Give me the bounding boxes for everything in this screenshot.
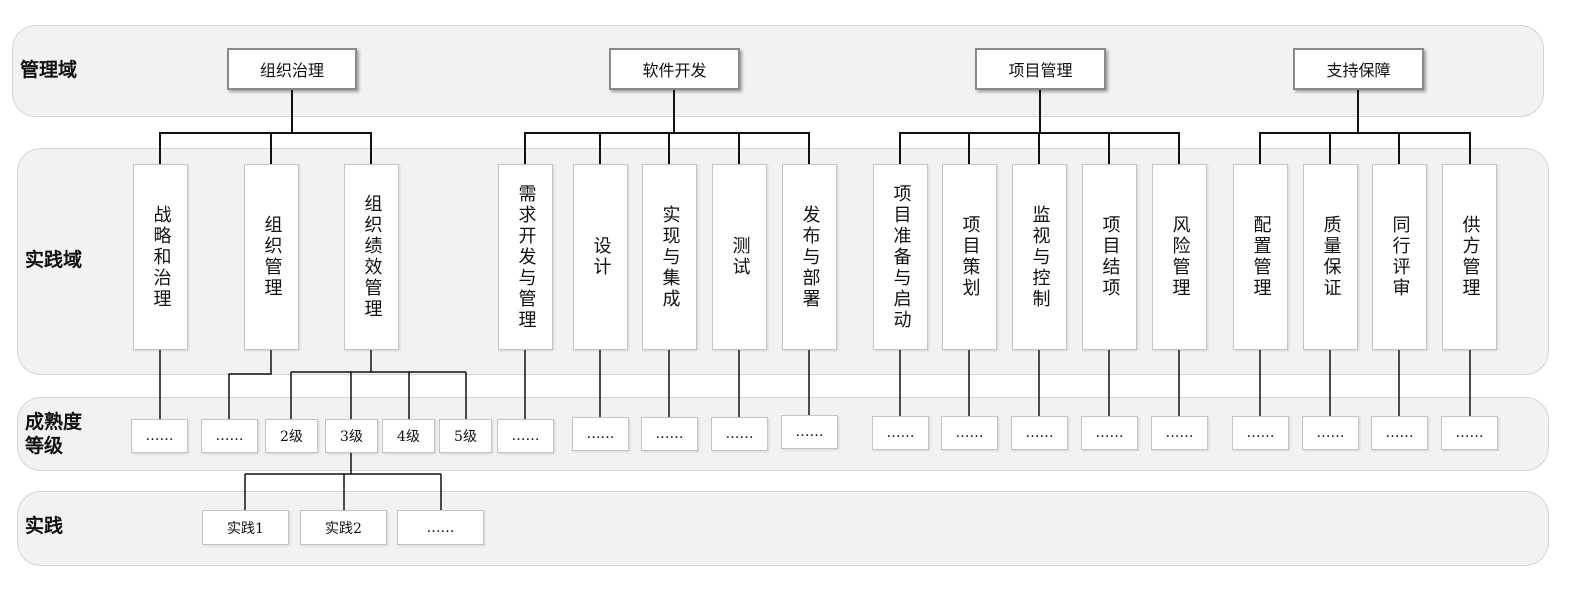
maturity-level-ellipsis: …… bbox=[1371, 416, 1428, 450]
maturity-level-ellipsis: …… bbox=[781, 415, 838, 449]
row-label-practice-domain: 实践域 bbox=[25, 249, 83, 271]
practice-area-supplier-management: 供方管理 bbox=[1442, 164, 1497, 350]
maturity-level-ellipsis: …… bbox=[497, 419, 554, 453]
domain-support-assurance: 支持保障 bbox=[1293, 48, 1424, 90]
practice-area-requirements: 需求开发与管理 bbox=[498, 164, 553, 350]
maturity-level-5: 5级 bbox=[439, 419, 492, 453]
maturity-level-ellipsis: …… bbox=[1081, 416, 1138, 450]
practice-area-testing: 测试 bbox=[712, 164, 767, 350]
practice-area-project-preparation: 项目准备与启动 bbox=[873, 164, 928, 350]
maturity-level-ellipsis: …… bbox=[1441, 416, 1498, 450]
practice-1: 实践1 bbox=[202, 510, 289, 545]
maturity-level-2: 2级 bbox=[265, 419, 318, 453]
domain-organizational-governance: 组织治理 bbox=[227, 48, 357, 90]
maturity-level-ellipsis: …… bbox=[1302, 416, 1359, 450]
maturity-level-ellipsis: …… bbox=[131, 419, 188, 453]
practice-2: 实践2 bbox=[300, 510, 387, 545]
maturity-level-ellipsis: …… bbox=[641, 417, 698, 451]
maturity-level-ellipsis: …… bbox=[572, 417, 629, 451]
practice-area-risk-management: 风险管理 bbox=[1152, 164, 1207, 350]
domain-project-management: 项目管理 bbox=[975, 48, 1106, 90]
maturity-level-ellipsis: …… bbox=[1232, 416, 1289, 450]
practice-area-strategy-governance: 战略和治理 bbox=[133, 164, 188, 350]
practice-area-configuration-management: 配置管理 bbox=[1233, 164, 1288, 350]
domain-software-development: 软件开发 bbox=[609, 48, 740, 90]
maturity-level-ellipsis: …… bbox=[941, 416, 998, 450]
maturity-level-ellipsis: …… bbox=[711, 417, 768, 451]
maturity-level-ellipsis: …… bbox=[1011, 416, 1068, 450]
row-label-practice: 实践 bbox=[25, 515, 64, 537]
practice-area-release-deployment: 发布与部署 bbox=[782, 164, 837, 350]
maturity-level-ellipsis: …… bbox=[872, 416, 929, 450]
practice-ellipsis: …… bbox=[397, 510, 484, 545]
row-label-maturity-level: 成熟度等级 bbox=[25, 411, 83, 457]
practice-area-quality-assurance: 质量保证 bbox=[1303, 164, 1358, 350]
practice-area-project-planning: 项目策划 bbox=[942, 164, 997, 350]
maturity-level-ellipsis: …… bbox=[201, 419, 258, 453]
maturity-level-3: 3级 bbox=[325, 419, 378, 453]
row-label-management-domain: 管理域 bbox=[20, 59, 78, 81]
practice-area-organization-management: 组织管理 bbox=[244, 164, 299, 350]
practice-area-project-closure: 项目结项 bbox=[1082, 164, 1137, 350]
maturity-level-ellipsis: …… bbox=[1151, 416, 1208, 450]
practice-area-peer-review: 同行评审 bbox=[1372, 164, 1427, 350]
practice-area-implementation-integration: 实现与集成 bbox=[642, 164, 697, 350]
practice-area-monitoring-control: 监视与控制 bbox=[1012, 164, 1067, 350]
maturity-level-4: 4级 bbox=[382, 419, 435, 453]
practice-area-organizational-performance-management: 组织绩效管理 bbox=[344, 164, 399, 350]
practice-area-design: 设计 bbox=[573, 164, 628, 350]
